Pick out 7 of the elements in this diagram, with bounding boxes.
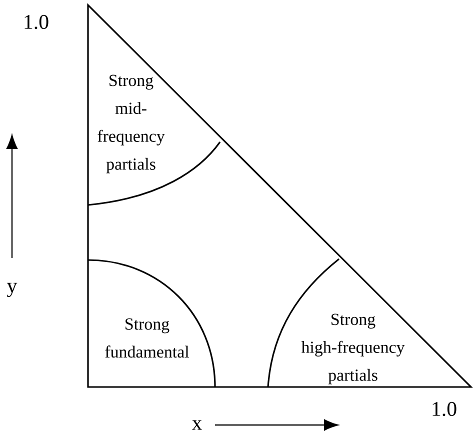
axis-label: y xyxy=(7,282,18,298)
axis-value: 1.0 xyxy=(432,402,456,416)
axis-label: x xyxy=(192,420,202,430)
axis-value: 1.0 xyxy=(24,14,48,30)
region: Strong fundamental xyxy=(88,259,216,388)
region: Strong high-frequency partials xyxy=(267,258,405,388)
region: Strong mid-frequency partials xyxy=(88,74,221,206)
